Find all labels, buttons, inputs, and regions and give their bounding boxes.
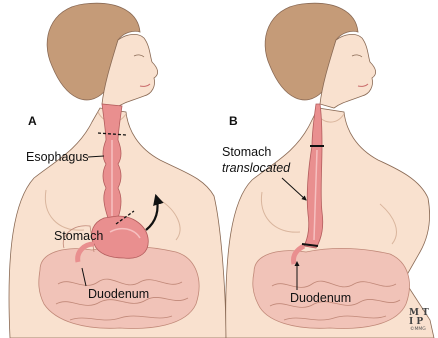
duodenum-label-b: Duodenum xyxy=(290,291,351,305)
stomach-label-b: Stomach xyxy=(222,145,271,159)
logo-line-3: ©MMG xyxy=(410,325,426,332)
figure-b-head xyxy=(265,3,375,108)
translocated-label: translocated xyxy=(222,161,291,175)
intestines-b xyxy=(253,248,410,328)
duodenum-label-a: Duodenum xyxy=(88,287,149,301)
panel-a-letter: A xyxy=(28,114,37,128)
figure-a-head xyxy=(47,3,157,108)
esophagus-a xyxy=(102,104,122,218)
panel-b: B Stomach translocated Duodenum M T I P … xyxy=(222,3,434,338)
panel-a: A Esophagus Stomach Duodenum xyxy=(9,3,226,338)
esophagus-label: Esophagus xyxy=(26,150,89,164)
logo-line-2: I P xyxy=(409,317,423,327)
panel-b-letter: B xyxy=(229,114,238,128)
stomach-label-a: Stomach xyxy=(54,229,103,243)
